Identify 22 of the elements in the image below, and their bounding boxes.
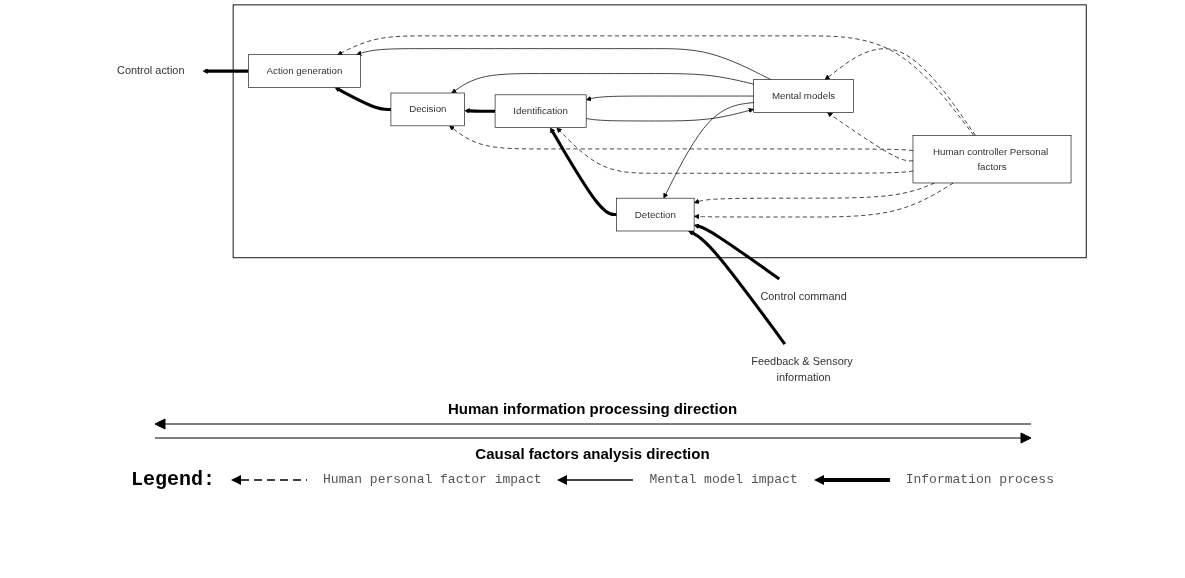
node-box: Detection xyxy=(616,197,695,232)
node-box: Mental models xyxy=(753,79,854,113)
arrow xyxy=(688,230,787,345)
direction-label: Causal factors analysis direction xyxy=(475,445,710,462)
arrow xyxy=(202,68,249,74)
node-box: Action generation xyxy=(248,54,361,88)
arrow xyxy=(550,127,617,217)
arrow xyxy=(464,108,496,114)
node-box: Human controller Personal factors xyxy=(912,135,1072,184)
cluster xyxy=(232,4,1087,259)
node-text: Control command xyxy=(760,289,847,303)
arrow xyxy=(693,223,781,281)
legend-text: Human personal factor impact xyxy=(323,472,542,487)
legend-text: Information process xyxy=(905,472,1054,487)
legend-text: Mental model impact xyxy=(649,472,798,487)
direction-label: Human information processing direction xyxy=(447,400,738,417)
node-text: Feedback & Sensory information xyxy=(751,355,853,384)
legend-title: Legend: xyxy=(131,468,216,491)
node-box: Decision xyxy=(390,92,465,127)
node-text: Control action xyxy=(117,64,185,77)
arrow xyxy=(334,87,391,111)
node-box: Identification xyxy=(494,94,587,128)
